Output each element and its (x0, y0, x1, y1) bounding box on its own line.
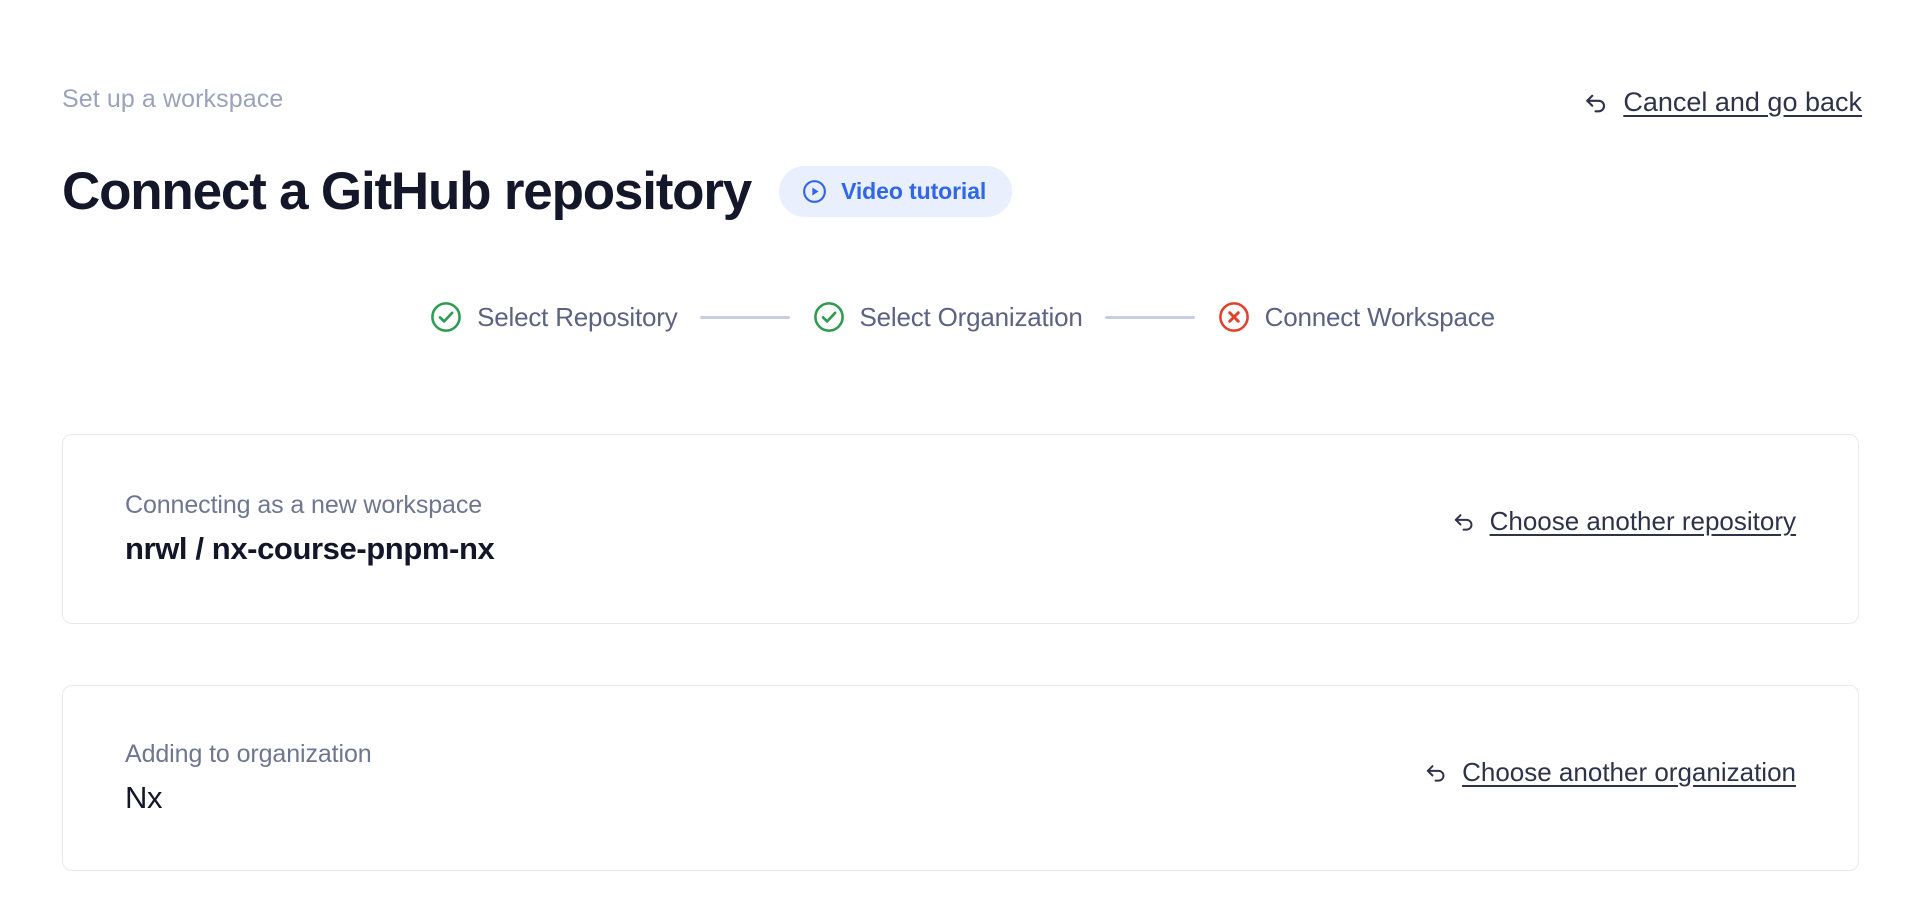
breadcrumb-eyebrow: Set up a workspace (62, 85, 284, 113)
repository-card-text: Connecting as a new workspace nrwl / nx-… (125, 490, 495, 568)
repository-card-inner: Connecting as a new workspace nrwl / nx-… (63, 435, 1858, 623)
repository-owner: nrwl (125, 531, 188, 566)
cancel-and-go-back-label: Cancel and go back (1623, 87, 1862, 117)
cancel-and-go-back-link[interactable]: Cancel and go back (1581, 86, 1862, 118)
undo-arrow-icon (1450, 507, 1478, 535)
title-row: Connect a GitHub repository Video tutori… (62, 126, 1862, 257)
video-tutorial-label: Video tutorial (841, 178, 987, 204)
organization-name: Nx (125, 780, 163, 815)
repository-card-caption: Connecting as a new workspace (125, 491, 483, 519)
choose-another-repository-label: Choose another repository (1489, 506, 1796, 536)
page-title: Connect a GitHub repository (62, 161, 752, 221)
repository-name: nx-course-pnpm-nx (211, 531, 495, 566)
check-circle-icon (429, 300, 463, 334)
organization-card-inner: Adding to organization Nx Choose another… (63, 686, 1858, 870)
organization-card-caption: Adding to organization (125, 740, 372, 768)
stepper-label-select-repository: Select Repository (477, 302, 678, 332)
stepper-step-select-repository[interactable]: Select Repository (429, 300, 678, 334)
organization-card-text: Adding to organization Nx (125, 739, 372, 817)
undo-arrow-icon (1422, 758, 1450, 786)
choose-another-repository-link[interactable]: Choose another repository (1450, 506, 1796, 536)
x-circle-icon (1217, 300, 1251, 334)
stepper-label-select-organization: Select Organization (859, 302, 1083, 332)
page-header: Set up a workspace Connect a GitHub repo… (62, 84, 1862, 221)
stepper-step-connect-workspace[interactable]: Connect Workspace (1217, 300, 1495, 334)
repository-separator: / (187, 531, 212, 566)
repository-card-value: nrwl / nx-course-pnpm-nx (125, 530, 495, 568)
progress-stepper: Select Repository Select Organization Co… (0, 300, 1924, 334)
organization-card: Adding to organization Nx Choose another… (62, 685, 1859, 871)
choose-another-organization-link[interactable]: Choose another organization (1422, 757, 1796, 787)
check-circle-icon (812, 300, 846, 334)
video-tutorial-button[interactable]: Video tutorial (779, 166, 1013, 217)
stepper-step-select-organization[interactable]: Select Organization (812, 300, 1083, 334)
choose-another-organization-label: Choose another organization (1462, 757, 1796, 787)
play-circle-icon (801, 178, 828, 205)
stepper-label-connect-workspace: Connect Workspace (1264, 302, 1495, 332)
undo-arrow-icon (1581, 87, 1611, 117)
repository-card: Connecting as a new workspace nrwl / nx-… (62, 434, 1859, 624)
stepper-connector-2 (1104, 315, 1195, 319)
stepper-connector-1 (699, 315, 790, 319)
